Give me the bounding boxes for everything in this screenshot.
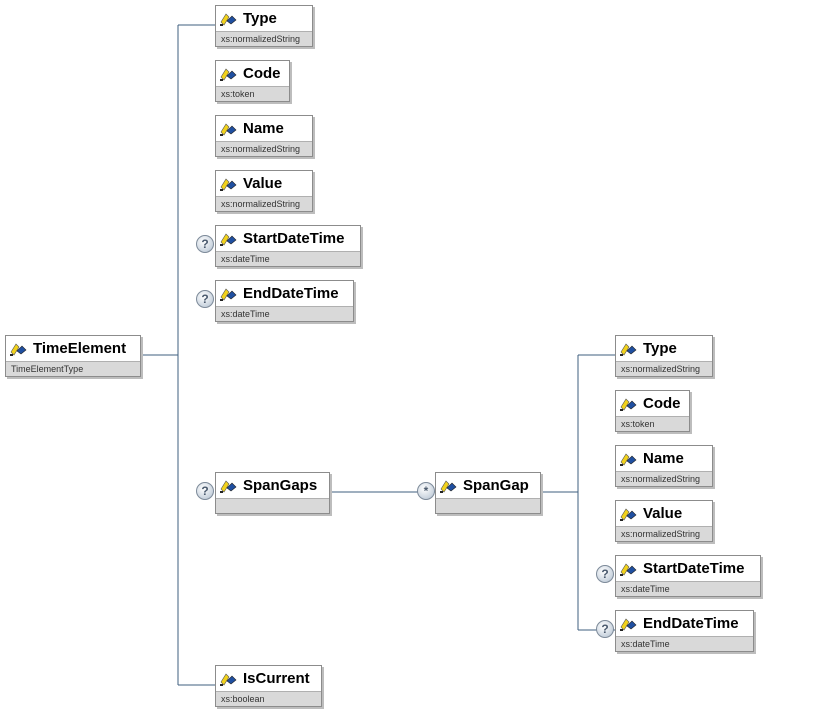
element-type	[436, 498, 540, 513]
optional-icon: ?	[196, 235, 214, 253]
element-node-spangap-value[interactable]: Value xs:normalizedString	[615, 500, 713, 542]
element-name: Value	[643, 505, 683, 522]
element-name: Code	[243, 65, 281, 82]
element-type: xs:boolean	[216, 691, 321, 706]
element-node-name[interactable]: Name xs:normalizedString	[215, 115, 313, 157]
element-node-iscurrent[interactable]: IsCurrent xs:boolean	[215, 665, 322, 707]
element-icon	[620, 397, 637, 411]
element-type: xs:normalizedString	[616, 471, 712, 486]
element-icon	[220, 287, 237, 301]
element-icon	[620, 452, 637, 466]
element-type: xs:dateTime	[216, 251, 360, 266]
element-type	[216, 498, 329, 513]
element-name: StartDateTime	[643, 560, 745, 577]
element-name: Type	[243, 10, 277, 27]
element-name: Name	[643, 450, 684, 467]
element-type: xs:token	[616, 416, 689, 431]
element-name: TimeElement	[33, 340, 127, 357]
element-icon	[440, 479, 457, 493]
element-name: Code	[643, 395, 681, 412]
element-node-spangaps[interactable]: SpanGaps	[215, 472, 330, 514]
element-type: xs:dateTime	[216, 306, 353, 321]
element-node-end[interactable]: EndDateTime xs:dateTime	[215, 280, 354, 322]
element-node-spangap-start[interactable]: StartDateTime xs:dateTime	[615, 555, 761, 597]
element-type: xs:normalizedString	[216, 196, 312, 211]
optional-icon: ?	[596, 565, 614, 583]
element-node-start[interactable]: StartDateTime xs:dateTime	[215, 225, 361, 267]
element-name: IsCurrent	[243, 670, 310, 687]
element-icon	[220, 12, 237, 26]
element-icon	[220, 122, 237, 136]
element-type: xs:normalizedString	[616, 361, 712, 376]
optional-icon: ?	[596, 620, 614, 638]
element-icon	[10, 342, 27, 356]
element-node-spangap-code[interactable]: Code xs:token	[615, 390, 690, 432]
element-icon	[220, 672, 237, 686]
element-name: StartDateTime	[243, 230, 345, 247]
element-name: Type	[643, 340, 677, 357]
element-node-spangap[interactable]: SpanGap	[435, 472, 541, 514]
optional-icon: ?	[196, 290, 214, 308]
element-icon	[620, 342, 637, 356]
element-name: EndDateTime	[243, 285, 339, 302]
element-icon	[220, 479, 237, 493]
element-icon	[620, 617, 637, 631]
element-type: xs:normalizedString	[616, 526, 712, 541]
element-name: Name	[243, 120, 284, 137]
element-name: SpanGap	[463, 477, 529, 494]
element-node-value[interactable]: Value xs:normalizedString	[215, 170, 313, 212]
element-node-spangap-end[interactable]: EndDateTime xs:dateTime	[615, 610, 754, 652]
element-name: EndDateTime	[643, 615, 739, 632]
element-node-type[interactable]: Type xs:normalizedString	[215, 5, 313, 47]
element-node-code[interactable]: Code xs:token	[215, 60, 290, 102]
element-name: SpanGaps	[243, 477, 318, 494]
element-type: xs:token	[216, 86, 289, 101]
element-icon	[220, 177, 237, 191]
element-type: xs:dateTime	[616, 581, 760, 596]
element-type: TimeElementType	[6, 361, 140, 376]
element-icon	[620, 507, 637, 521]
element-icon	[620, 562, 637, 576]
element-icon	[220, 67, 237, 81]
element-icon	[220, 232, 237, 246]
element-name: Value	[243, 175, 283, 192]
element-type: xs:dateTime	[616, 636, 753, 651]
element-node-spangap-name[interactable]: Name xs:normalizedString	[615, 445, 713, 487]
element-node-spangap-type[interactable]: Type xs:normalizedString	[615, 335, 713, 377]
element-type: xs:normalizedString	[216, 31, 312, 46]
repeat-icon: *	[417, 482, 435, 500]
optional-icon: ?	[196, 482, 214, 500]
element-type: xs:normalizedString	[216, 141, 312, 156]
